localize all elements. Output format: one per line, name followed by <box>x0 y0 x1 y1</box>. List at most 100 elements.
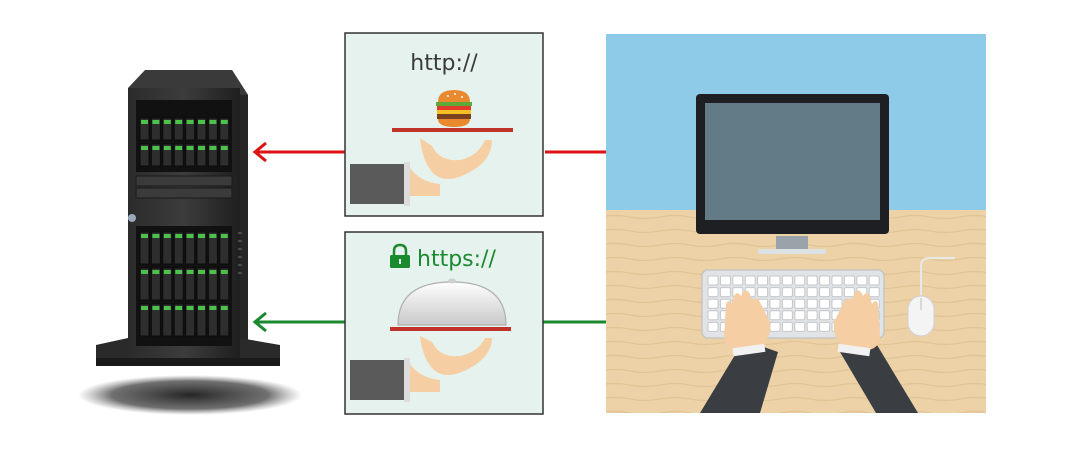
keyboard-key <box>708 311 718 320</box>
http-label: http:// <box>410 51 478 76</box>
arrow-to-server-green <box>255 313 345 331</box>
keyboard-key <box>720 288 730 297</box>
drive-led <box>209 306 216 310</box>
https-label: https:// <box>417 247 496 272</box>
keyboard-key <box>782 311 792 320</box>
keyboard-key <box>795 276 805 285</box>
keyboard-key <box>869 276 879 285</box>
arrow-to-server-red <box>255 143 345 161</box>
burger-icon <box>436 90 472 127</box>
drive-led <box>198 146 205 150</box>
keyboard-key <box>708 276 718 285</box>
https-panel: https:// <box>345 232 543 414</box>
drive-led <box>152 120 159 124</box>
drive-led <box>187 120 194 124</box>
keyboard-key <box>770 322 780 331</box>
keyboard-key <box>832 299 842 308</box>
keyboard-key <box>844 276 854 285</box>
drive-led <box>198 120 205 124</box>
drive-led <box>141 270 148 274</box>
drive-led <box>175 120 182 124</box>
monitor-screen <box>705 103 880 220</box>
drive-led <box>198 234 205 238</box>
drive-led <box>209 120 216 124</box>
keyboard-key <box>745 276 755 285</box>
keyboard-key <box>844 288 854 297</box>
keyboard-key <box>869 288 879 297</box>
keyboard-key <box>807 322 817 331</box>
drive-led <box>141 146 148 150</box>
keyboard-key <box>770 276 780 285</box>
tray <box>390 327 511 331</box>
drive-led <box>221 306 228 310</box>
keyboard-key <box>820 311 830 320</box>
drive-led <box>198 306 205 310</box>
keyboard-key <box>832 288 842 297</box>
drive-led <box>141 306 148 310</box>
drive-led <box>175 146 182 150</box>
drive-led <box>164 146 171 150</box>
keyboard-key <box>807 299 817 308</box>
keyboard-key <box>820 322 830 331</box>
monitor <box>696 94 889 254</box>
drive-led <box>221 270 228 274</box>
drive-led <box>141 234 148 238</box>
keyboard-key <box>795 311 805 320</box>
desktop-computer-icon <box>606 34 986 413</box>
keyboard-key <box>758 288 768 297</box>
keyboard-key <box>807 288 817 297</box>
drive-led <box>221 146 228 150</box>
drive-led <box>187 306 194 310</box>
keyboard-key <box>820 288 830 297</box>
keyboard-key <box>782 276 792 285</box>
drive-led <box>209 146 216 150</box>
drive-led <box>175 270 182 274</box>
keyboard-key <box>782 299 792 308</box>
drive-led <box>187 270 194 274</box>
drive-led <box>221 234 228 238</box>
keyboard-key <box>733 276 743 285</box>
keyboard-key <box>708 322 718 331</box>
keyboard-key <box>795 288 805 297</box>
keyboard-key <box>708 288 718 297</box>
drive-led <box>152 270 159 274</box>
tower-server-icon <box>78 70 302 415</box>
drive-led <box>175 234 182 238</box>
keyboard-key <box>807 276 817 285</box>
drive-led <box>164 234 171 238</box>
drive-led <box>198 270 205 274</box>
keyboard-key <box>758 276 768 285</box>
drive-led <box>152 146 159 150</box>
http-panel: http:// <box>345 33 543 216</box>
keyboard-key <box>820 299 830 308</box>
keyboard-key <box>720 276 730 285</box>
server-shadow <box>78 375 302 415</box>
drive-led <box>187 234 194 238</box>
keyboard-key <box>795 322 805 331</box>
keyboard-key <box>857 276 867 285</box>
keyboard-key <box>832 276 842 285</box>
keyboard-key <box>820 276 830 285</box>
drive-led <box>209 234 216 238</box>
keyboard-key <box>807 311 817 320</box>
drive-led <box>152 306 159 310</box>
drive-led <box>141 120 148 124</box>
drive-led <box>209 270 216 274</box>
drive-led <box>187 146 194 150</box>
power-button <box>128 214 136 222</box>
drive-led <box>175 306 182 310</box>
drive-led <box>152 234 159 238</box>
keyboard-key <box>708 299 718 308</box>
keyboard-key <box>795 299 805 308</box>
drive-led <box>164 120 171 124</box>
drive-led <box>221 120 228 124</box>
keyboard-key <box>782 322 792 331</box>
drive-led <box>164 306 171 310</box>
drive-led <box>164 270 171 274</box>
keyboard-key <box>770 288 780 297</box>
tray <box>392 128 513 132</box>
keyboard-key <box>782 288 792 297</box>
keyboard-key <box>770 299 780 308</box>
keyboard-key <box>770 311 780 320</box>
